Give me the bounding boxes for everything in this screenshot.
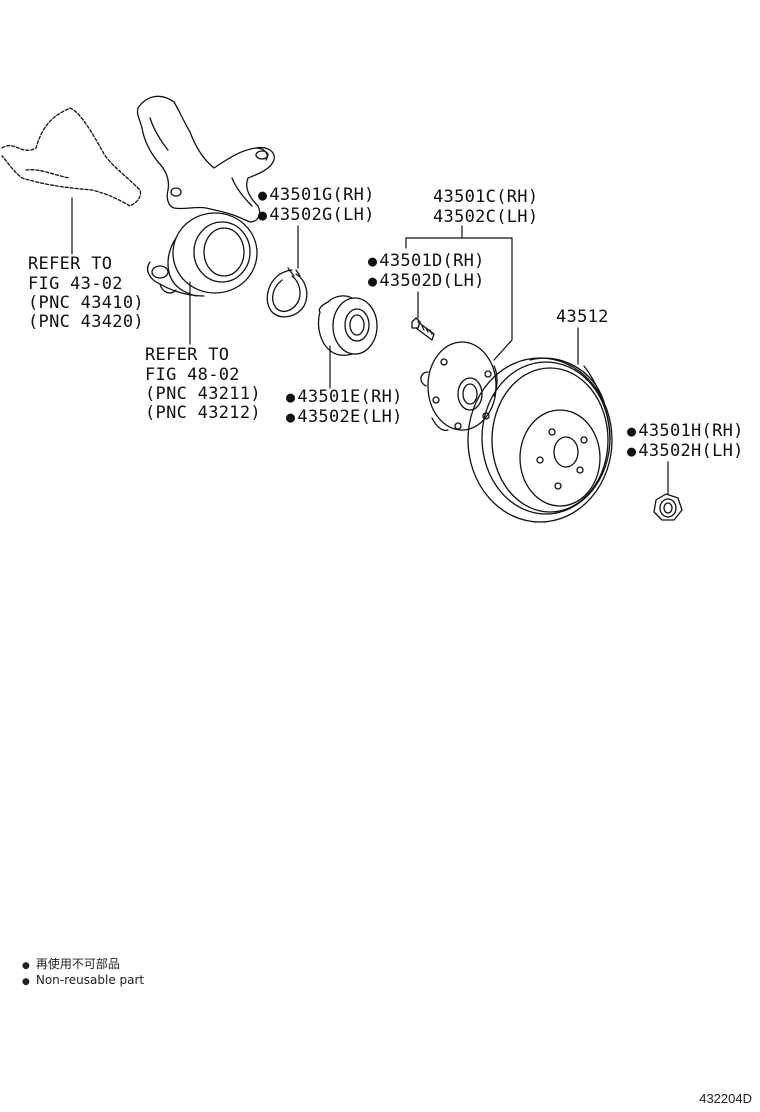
- refer-a-line2: FIG 43-02: [28, 274, 123, 294]
- steering-knuckle: [136, 95, 275, 297]
- refer-b-line1: REFER TO: [145, 345, 230, 365]
- legend-cjk: ● 再使用不可部品: [22, 955, 120, 972]
- callout-h-lh: 43502H(LH): [627, 441, 744, 461]
- refer-b-line2: FIG 48-02: [145, 365, 240, 385]
- legend-en-text: Non-reusable part: [35, 973, 145, 987]
- callout-c-rh: 43501C(RH): [433, 187, 539, 207]
- legend-bullet-icon: ●: [22, 961, 30, 971]
- hub-nut: [653, 493, 683, 521]
- refer-b-line3: (PNC 43211): [145, 384, 261, 404]
- drive-shaft-phantom: [1, 107, 142, 207]
- legend-en: ● Non-reusable part: [22, 973, 144, 987]
- hub-bearing: [317, 295, 378, 356]
- callout-disc: 43512: [556, 307, 609, 327]
- callout-e-rh: 43501E(RH): [286, 387, 403, 407]
- callout-g-rh: 43501G(RH): [258, 185, 375, 205]
- legend-cjk-text: 再使用不可部品: [35, 957, 120, 971]
- refer-b-line4: (PNC 43212): [145, 403, 261, 423]
- callout-h-rh: 43501H(RH): [627, 421, 744, 441]
- leader-lines: [71, 197, 669, 495]
- hub-bolt: [411, 317, 435, 341]
- callout-e-lh: 43502E(LH): [286, 407, 403, 427]
- callout-c-lh: 43502C(LH): [433, 207, 539, 227]
- figure-code: 432204D: [699, 1091, 752, 1106]
- callout-d-lh: 43502D(LH): [368, 271, 485, 291]
- refer-a-line3: (PNC 43410): [28, 293, 144, 313]
- legend-bullet-icon: ●: [22, 977, 30, 987]
- snap-ring: [266, 267, 308, 318]
- callout-g-lh: 43502G(LH): [258, 205, 375, 225]
- axle-hub: [420, 341, 498, 432]
- callout-d-rh: 43501D(RH): [368, 251, 485, 271]
- refer-a-line4: (PNC 43420): [28, 312, 144, 332]
- refer-a-line1: REFER TO: [28, 254, 113, 274]
- brake-disc: [467, 357, 613, 523]
